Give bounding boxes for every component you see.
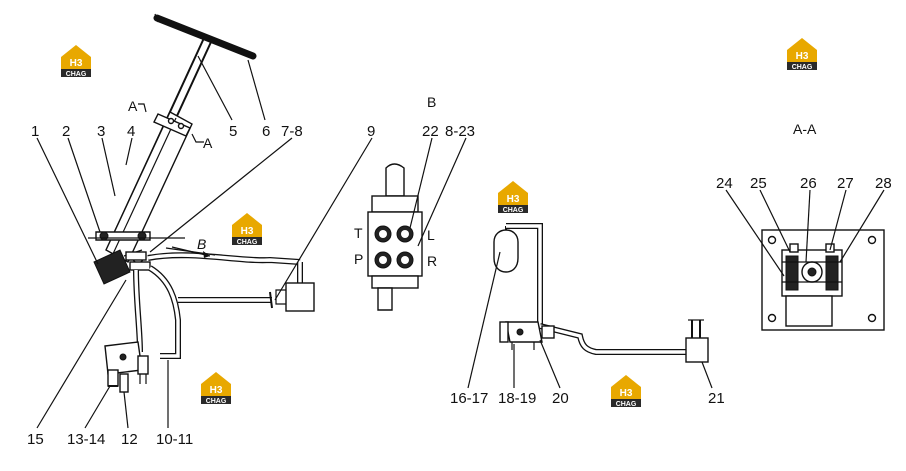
port-label-l: L (427, 227, 435, 243)
callout-3: 3 (97, 123, 105, 140)
section-a-a: A-A 24 25 26 27 28 (716, 121, 892, 331)
callout-13-14: 13-14 (67, 431, 105, 448)
callout-7-8: 7-8 (281, 123, 303, 140)
watermark-logo: H3 CHAG (61, 45, 91, 78)
watermark-logo: H3 CHAG (232, 213, 262, 246)
svg-text:CHAG: CHAG (66, 71, 87, 78)
svg-text:CHAG: CHAG (616, 401, 637, 408)
svg-text:CHAG: CHAG (237, 239, 258, 246)
view-b: B T L P R 22 8-23 (354, 94, 475, 311)
callout-4: 4 (127, 123, 135, 140)
watermark-logo: H3 CHAG (787, 38, 817, 71)
port-label-t: T (354, 225, 363, 241)
section-mark-a: A A (128, 98, 213, 151)
callout-9: 9 (367, 123, 375, 140)
port-label-p: P (354, 251, 363, 267)
callout-16-17: 16-17 (450, 390, 488, 407)
svg-text:B: B (197, 236, 206, 252)
view-mark-b: B (171, 236, 211, 258)
callout-2: 2 (62, 123, 70, 140)
watermark-logo: H3 CHAG (201, 372, 231, 405)
svg-text:H3: H3 (796, 51, 809, 62)
hose-lines-left (133, 247, 303, 359)
svg-text:CHAG: CHAG (206, 398, 227, 405)
callout-21: 21 (708, 390, 725, 407)
svg-text:A: A (128, 98, 138, 114)
steering-assembly (88, 13, 257, 285)
svg-text:H3: H3 (210, 385, 223, 396)
svg-text:A: A (203, 135, 213, 151)
svg-text:H3: H3 (620, 388, 633, 399)
callout-25: 25 (750, 175, 767, 192)
callout-28: 28 (875, 175, 892, 192)
svg-text:CHAG: CHAG (792, 64, 813, 71)
svg-text:H3: H3 (507, 194, 520, 205)
callout-22: 22 (422, 123, 439, 140)
callout-20: 20 (552, 390, 569, 407)
svg-text:H3: H3 (241, 226, 254, 237)
hose-end-fitting (275, 282, 315, 312)
callout-24: 24 (716, 175, 733, 192)
callout-1: 1 (31, 123, 39, 140)
watermark-logo: H3 CHAG (611, 375, 641, 408)
callout-18-19: 18-19 (498, 390, 536, 407)
callout-labels-left: 1 2 3 4 5 6 7-8 9 15 13-14 12 10-11 (27, 123, 375, 448)
view-b-title: B (427, 94, 436, 110)
leader-lines-left (36, 55, 373, 429)
callout-5: 5 (229, 123, 237, 140)
brake-circuit: 16-17 18-19 20 21 (450, 223, 725, 407)
port-label-r: R (427, 253, 437, 269)
callout-26: 26 (800, 175, 817, 192)
section-a-a-title: A-A (793, 121, 817, 137)
watermark-logo: H3 CHAG (498, 181, 528, 214)
svg-text:H3: H3 (70, 58, 83, 69)
callout-27: 27 (837, 175, 854, 192)
callout-8-23: 8-23 (445, 123, 475, 140)
callout-10-11: 10-11 (156, 431, 193, 448)
callout-15: 15 (27, 431, 44, 448)
callout-6: 6 (262, 123, 270, 140)
svg-text:CHAG: CHAG (503, 207, 524, 214)
callout-12: 12 (121, 431, 138, 448)
